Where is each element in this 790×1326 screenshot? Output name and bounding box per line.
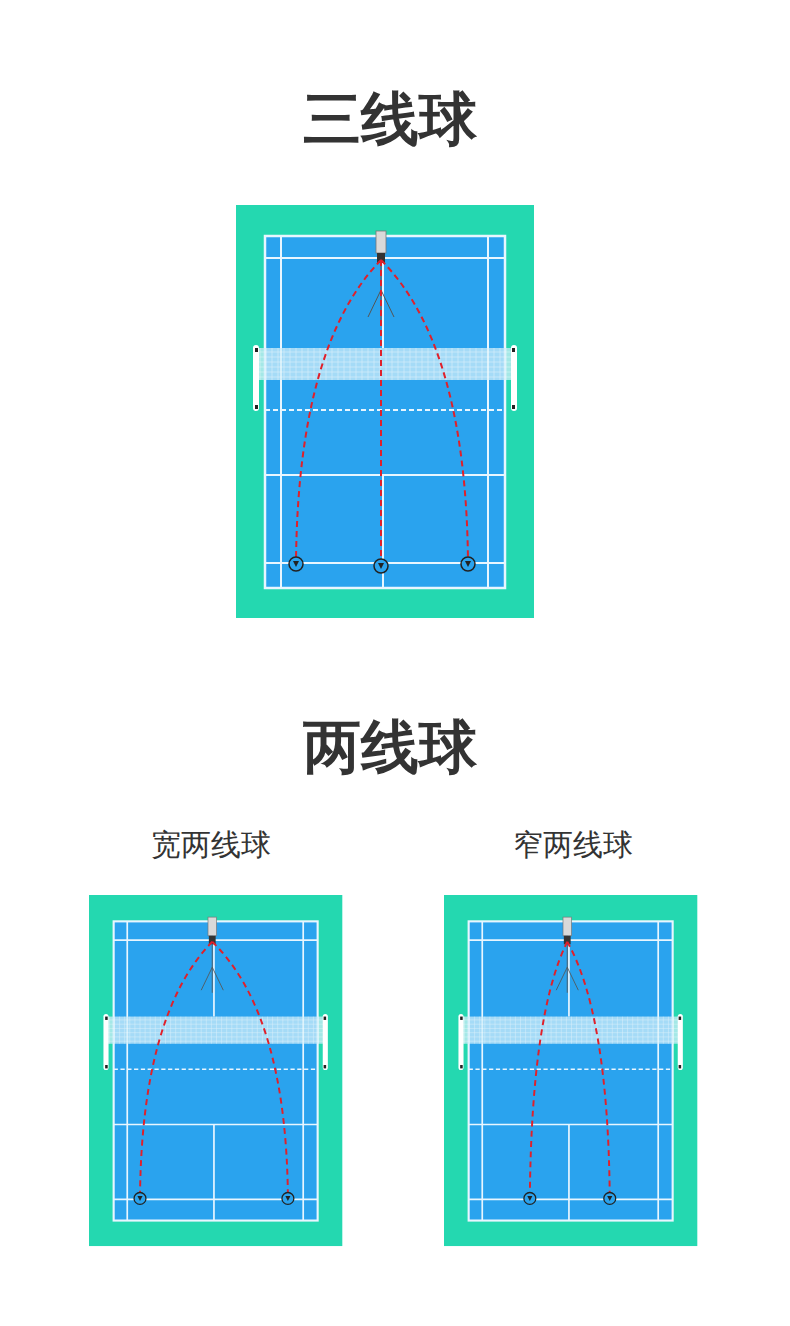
three-line-court — [236, 205, 534, 618]
wide-two-line-court — [89, 895, 342, 1246]
narrow-two-line-court — [444, 895, 697, 1246]
section-heading: 两线球 — [303, 713, 477, 783]
sub-heading: 宽两线球 — [151, 827, 271, 863]
sub-heading: 窄两线球 — [513, 827, 633, 863]
main-heading: 三线球 — [303, 85, 477, 155]
